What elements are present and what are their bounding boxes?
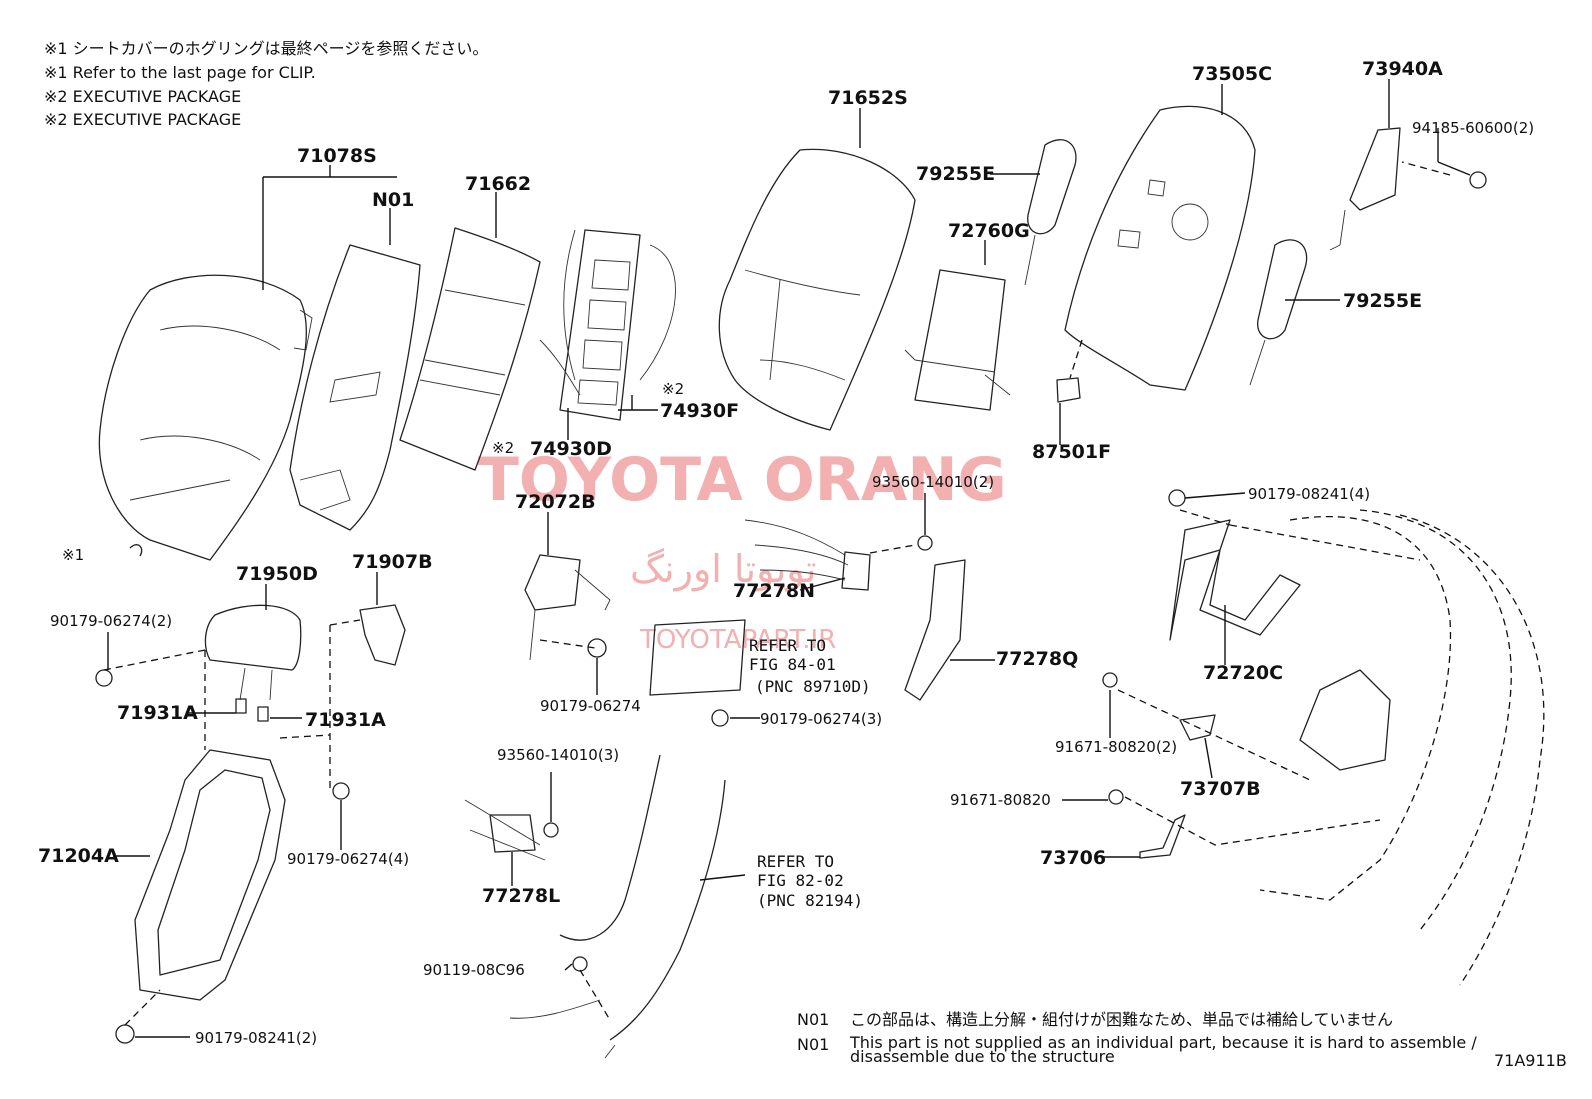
mark-2-74930d: ※2: [492, 439, 514, 457]
label-90119-08c96: 90119-08C96: [423, 961, 525, 979]
label-90179-06274-2: 90179-06274(2): [50, 612, 172, 630]
label-71652s: 71652S: [828, 87, 908, 109]
label-71931a-right: 71931A: [305, 709, 386, 731]
refer1-line3: (PNC 89710D): [755, 677, 871, 696]
footer-code-jp: N01: [797, 1010, 829, 1029]
footer-jp-text: この部品は、構造上分解・組付けが困難なため、単品では補給していません: [850, 1010, 1393, 1029]
mark-1-clip: ※1: [62, 546, 84, 564]
footer-en-line1: This part is not supplied as an individu…: [849, 1033, 1477, 1052]
switch-77278q-drawing: [904, 559, 966, 701]
watermark-url: TOYOTAPART.IR: [639, 625, 836, 655]
headrest-guides-drawing: [235, 698, 269, 722]
label-71950d: 71950D: [236, 563, 318, 585]
wire-harness-77278l-drawing: [464, 799, 546, 861]
note-line-1: ※1 シートカバーのホグリングは最終ページを参照ください。: [44, 39, 488, 58]
leader-lines: [107, 79, 1471, 1038]
side-airbag-left-drawing: [1024, 139, 1077, 286]
bracket-73707b-drawing: [1179, 714, 1216, 741]
seat-back-pad-71662-drawing: [399, 227, 541, 471]
label-91671-80820: 91671-80820: [950, 791, 1051, 809]
seat-back-cover-drawing: [98, 274, 313, 561]
label-74930f: 74930F: [660, 400, 739, 422]
label-72072b: 72072B: [515, 491, 596, 513]
recliner-motor-drawing: [524, 554, 611, 661]
label-79255e-right: 79255E: [1343, 290, 1422, 312]
label-90179-06274-4: 90179-06274(4): [287, 850, 409, 868]
label-73505c: 73505C: [1192, 63, 1272, 85]
side-airbag-right-drawing: [1249, 239, 1308, 386]
headrest-drawing: [204, 604, 302, 701]
seat-back-frame-drawing: [134, 749, 286, 1001]
control-module-drawing: [649, 619, 746, 696]
label-71204a: 71204A: [38, 845, 119, 867]
body-structure-drawing: [1259, 509, 1545, 986]
label-73940a: 73940A: [1362, 58, 1443, 80]
label-77278q: 77278Q: [996, 648, 1078, 670]
label-71907b: 71907B: [352, 551, 433, 573]
refer2-line1: REFER TO: [757, 852, 834, 871]
seat-belt-buckle-drawing: [1329, 127, 1487, 251]
label-90179-06274: 90179-06274: [540, 697, 641, 715]
label-91671-80820-2: 91671-80820(2): [1055, 738, 1177, 756]
refer2-line2: FIG 82-02: [757, 871, 844, 890]
note-line-4: ※2 EXECUTIVE PACKAGE: [44, 110, 241, 129]
label-93560-14010-2: 93560-14010(2): [872, 473, 994, 491]
label-72760g: 72760G: [948, 220, 1030, 242]
label-77278l: 77278L: [482, 885, 560, 907]
label-n01: N01: [372, 189, 414, 211]
wire-harness-77278n-drawing: [744, 519, 871, 591]
refer2-line3: (PNC 82194): [757, 891, 863, 910]
label-90179-08241-4: 90179-08241(4): [1248, 485, 1370, 503]
refer1-line1: REFER TO: [749, 636, 826, 655]
refer1-line2: FIG 84-01: [749, 655, 836, 674]
part-87501f-drawing: [1056, 339, 1083, 403]
dashed-lines: [103, 161, 1451, 1026]
headrest-support-drawing: [359, 604, 406, 666]
label-71662: 71662: [465, 173, 531, 195]
mark-2-74930f: ※2: [662, 380, 684, 398]
seat-back-pad-drawing: [289, 244, 421, 531]
part-labels: 71078S N01 71662 71652S 73505C 73940A 94…: [38, 58, 1534, 1047]
footer: N01 この部品は、構造上分解・組付けが困難なため、単品では補給していません N…: [797, 1010, 1567, 1070]
watermark-persian: تویوتا اورنگ: [630, 547, 817, 592]
label-90179-08241-2: 90179-08241(2): [195, 1029, 317, 1047]
label-71078s: 71078S: [297, 145, 377, 167]
note-line-3: ※2 EXECUTIVE PACKAGE: [44, 87, 241, 106]
label-71931a-left: 71931A: [117, 702, 198, 724]
label-72720c: 72720C: [1203, 662, 1283, 684]
seat-wire-harness-drawing: [509, 754, 726, 1059]
note-line-2: ※1 Refer to the last page for CLIP.: [44, 63, 316, 82]
label-73706: 73706: [1040, 847, 1106, 869]
label-87501f: 87501F: [1032, 441, 1111, 463]
notes-block: ※1 シートカバーのホグリングは最終ページを参照ください。 ※1 Refer t…: [44, 39, 488, 129]
label-94185-60600: 94185-60600(2): [1412, 119, 1534, 137]
seat-cushion-pad-drawing: [718, 148, 916, 431]
label-93560-14010-3: 93560-14010(3): [497, 746, 619, 764]
watermark-title: TOYOTA ORANG: [478, 445, 1007, 515]
figure-id: 71A911B: [1494, 1051, 1567, 1070]
label-74930d: 74930D: [530, 438, 612, 460]
label-73707b: 73707B: [1180, 778, 1261, 800]
footer-en-line2: disassemble due to the structure: [850, 1047, 1115, 1066]
seat-heater-mat-drawing: [539, 229, 676, 421]
lumbar-support-drawing: [904, 269, 1011, 411]
cushion-frame-72720c-drawing: [1169, 519, 1301, 641]
footer-code-en: N01: [797, 1035, 829, 1054]
label-79255e-left: 79255E: [916, 163, 995, 185]
label-90179-06274-3: 90179-06274(3): [760, 710, 882, 728]
label-77278n: 77278N: [733, 580, 815, 602]
bracket-73706-drawing: [1139, 814, 1186, 859]
seat-back-board-drawing: [1064, 105, 1256, 391]
watermark: TOYOTA ORANG تویوتا اورنگ TOYOTAPART.IR: [478, 445, 1007, 655]
